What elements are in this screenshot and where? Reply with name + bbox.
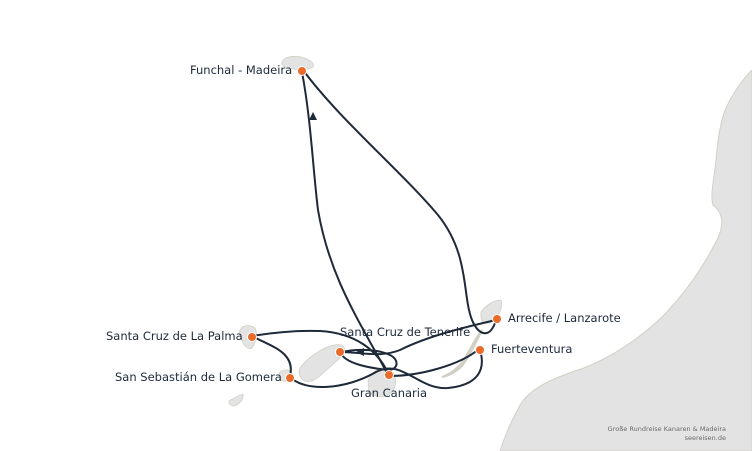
port-label-funchal: Funchal - Madeira: [190, 63, 293, 77]
port-label-tenerife: Santa Cruz de Tenerife: [340, 325, 471, 339]
port-label-gran-canaria: Gran Canaria: [351, 386, 428, 400]
cruise-routes: [251, 69, 497, 390]
route-gran-canaria-la-palma: [251, 329, 390, 376]
island-el-hierro: [228, 393, 244, 407]
port-label-lanzarote: Arrecife / Lanzarote: [508, 311, 621, 325]
port-label-fuerteventura: Fuerteventura: [491, 342, 573, 356]
route-gran-canaria-funchal: [301, 71, 389, 376]
route-tenerife-gran-canaria: [339, 348, 398, 372]
port-marker-la-palma: [247, 332, 257, 342]
route-direction-arrow: [309, 112, 317, 120]
island-tenerife: [298, 344, 345, 382]
route-la-palma-la-gomera: [251, 335, 292, 377]
port-marker-funchal: [297, 66, 307, 76]
port-marker-la-gomera: [285, 373, 295, 383]
island-madeira: [281, 55, 314, 70]
port-label-la-palma: Santa Cruz de La Palma: [106, 329, 243, 343]
route-direction-arrow: [356, 348, 364, 356]
map-credit-source: seereisen.de: [684, 434, 726, 442]
route-la-gomera-fuerteventura: [289, 349, 483, 390]
port-markers: [247, 66, 502, 383]
port-marker-tenerife: [335, 347, 345, 357]
africa-coastline: [499, 69, 752, 451]
port-marker-fuerteventura: [475, 345, 485, 355]
port-marker-gran-canaria: [384, 370, 394, 380]
route-funchal-lanzarote: [302, 69, 497, 335]
port-label-la-gomera: San Sebastián de La Gomera: [115, 370, 282, 384]
port-marker-lanzarote: [492, 314, 502, 324]
route-fuerteventura-gran-canaria: [388, 348, 480, 377]
map-credit-title: Große Rundreise Kanaren & Madeira: [607, 425, 726, 433]
